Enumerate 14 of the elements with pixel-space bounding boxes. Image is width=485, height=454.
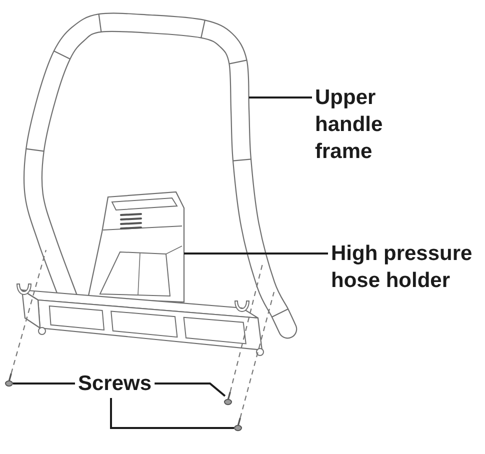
hose-holder — [87, 191, 185, 303]
leader-line — [110, 398, 234, 429]
leader-line — [249, 96, 312, 98]
dashed-guide-line — [10, 250, 47, 374]
part-label: Screws — [78, 370, 152, 397]
leader-line — [13, 382, 75, 384]
part-label: Upper handle frame — [315, 84, 391, 165]
screw — [224, 392, 232, 406]
screw — [234, 418, 242, 432]
leader-line — [154, 382, 226, 397]
part-label: High pressure hose holder — [331, 240, 481, 294]
dashed-guide-line — [240, 292, 275, 418]
screw — [5, 373, 13, 387]
leader-line — [184, 252, 328, 254]
